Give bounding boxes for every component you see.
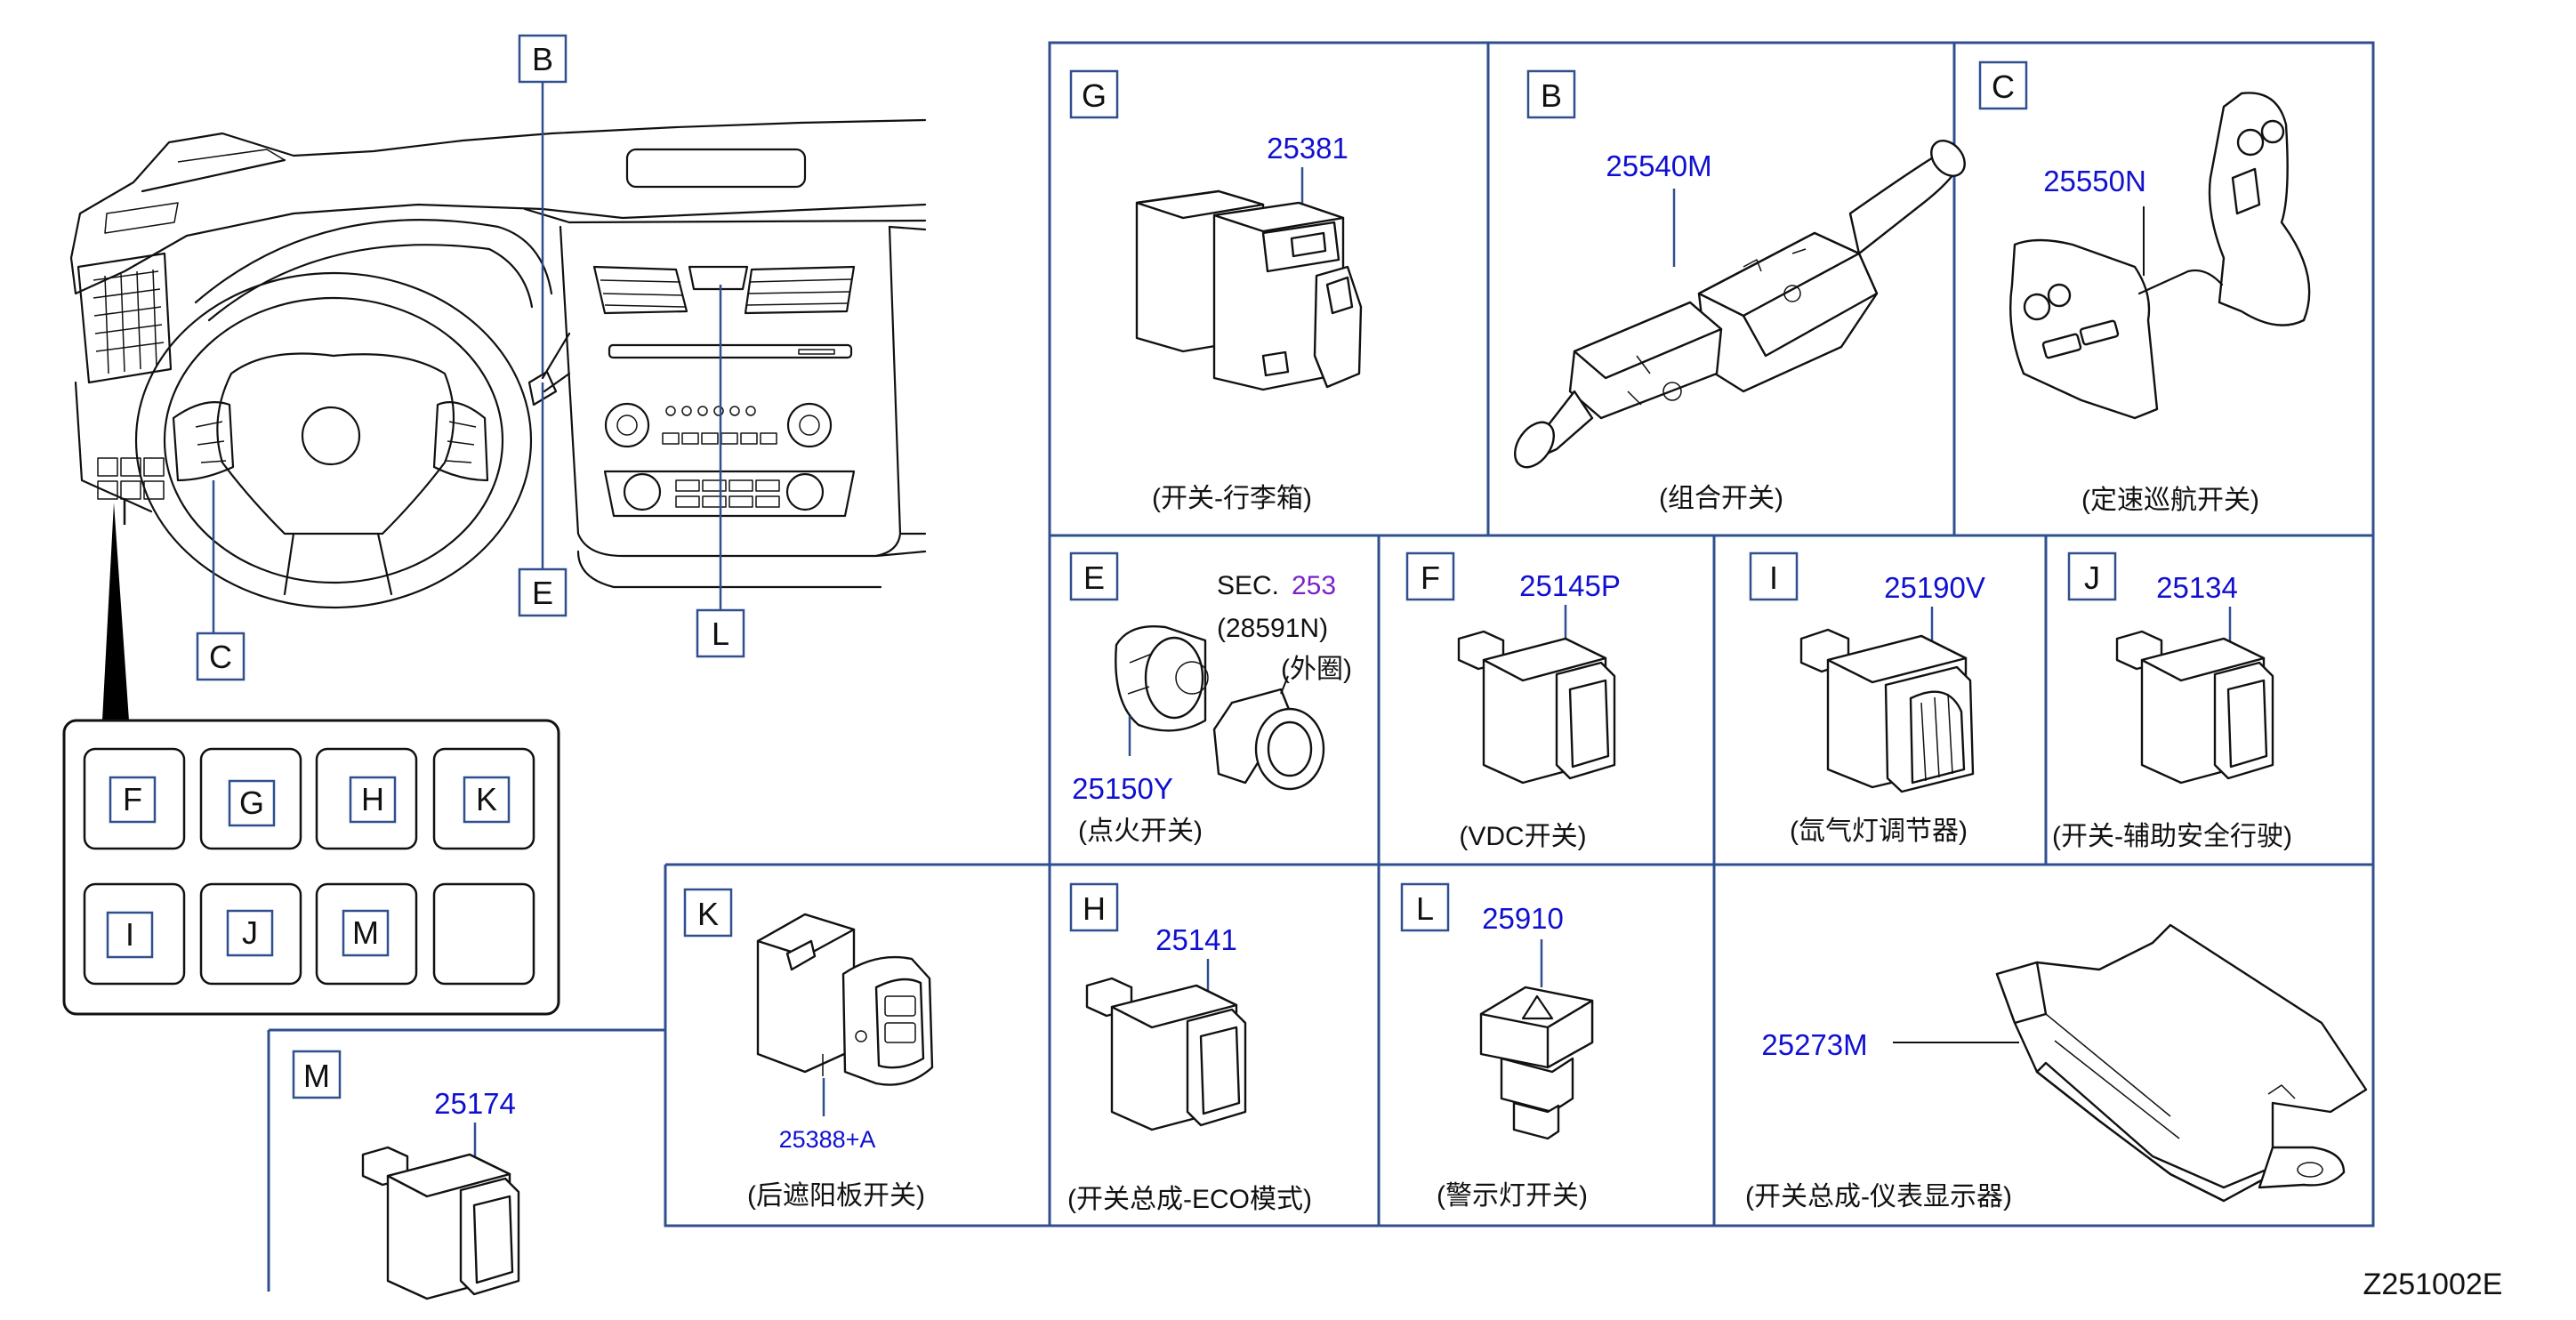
caption-vdc-switch: (VDC开关) bbox=[1459, 822, 1586, 851]
caption-sunshade-switch: (后遮阳板开关) bbox=[747, 1181, 925, 1211]
part-number-25134: 25134 bbox=[2156, 571, 2238, 604]
ref-caption-outer-ring: (外圈) bbox=[1281, 655, 1352, 684]
panel-C: C 25550N (定速巡航开关) bbox=[1978, 60, 2311, 515]
part-number-25174: 25174 bbox=[434, 1087, 516, 1120]
part-number-25381: 25381 bbox=[1267, 132, 1348, 165]
eco-switch-illustration bbox=[1085, 977, 1247, 1131]
svg-text:E: E bbox=[532, 575, 553, 611]
part-number-25190V: 25190V bbox=[1884, 571, 1985, 604]
caption-combination-switch: (组合开关) bbox=[1659, 484, 1783, 513]
panel-I: I 25190V (氙气灯调节器) bbox=[1749, 551, 1985, 846]
svg-text:F: F bbox=[1421, 559, 1440, 596]
ref-part-28591N: (28591N) bbox=[1217, 614, 1328, 643]
combination-switch-illustration bbox=[1513, 140, 1966, 469]
svg-text:C: C bbox=[209, 639, 232, 675]
switch-bank-slot-M: M bbox=[315, 882, 418, 986]
svg-text:B: B bbox=[1541, 77, 1562, 114]
panel-H: H 25141 (开关总成-ECO模式) bbox=[1067, 882, 1312, 1214]
caption-driving-aid-switch: (开关-辅助安全行驶) bbox=[2052, 822, 2292, 851]
svg-text:K: K bbox=[476, 781, 497, 817]
display-switch-illustration bbox=[1995, 923, 2368, 1203]
xenon-leveler-illustration bbox=[1799, 628, 1975, 793]
svg-text:H: H bbox=[361, 781, 384, 817]
vdc-switch-illustration bbox=[1457, 630, 1616, 785]
svg-text:M: M bbox=[352, 914, 379, 951]
svg-text:B: B bbox=[532, 41, 553, 77]
cruise-switch-illustration bbox=[2008, 92, 2311, 420]
part-number-25550N: 25550N bbox=[2043, 165, 2146, 197]
sec-prefix: SEC. bbox=[1217, 571, 1279, 600]
callout-L: L bbox=[696, 608, 745, 658]
panel-frames bbox=[267, 41, 2375, 1292]
diagram-code: Z251002E bbox=[2363, 1268, 2503, 1301]
panel-display-switch: 25273M (开关总成-仪表显示器) bbox=[1745, 923, 2368, 1211]
part-number-25150Y: 25150Y bbox=[1072, 772, 1173, 805]
hazard-switch-illustration bbox=[1479, 986, 1594, 1140]
switch-bank: F G H K I J M bbox=[62, 719, 560, 1016]
part-number-25910: 25910 bbox=[1482, 902, 1564, 935]
svg-text:K: K bbox=[697, 896, 719, 932]
part-number-25145P: 25145P bbox=[1519, 569, 1621, 602]
panel-G: G 25381 (开关-行李箱) bbox=[1069, 69, 1363, 513]
caption-eco-switch: (开关总成-ECO模式) bbox=[1067, 1185, 1312, 1214]
svg-text:I: I bbox=[1769, 559, 1778, 596]
svg-text:I: I bbox=[125, 916, 134, 953]
svg-text:M: M bbox=[303, 1058, 330, 1094]
caption-cruise-switch: (定速巡航开关) bbox=[2081, 486, 2259, 515]
part-number-25273M: 25273M bbox=[1761, 1028, 1867, 1061]
svg-text:F: F bbox=[123, 781, 142, 817]
svg-text:G: G bbox=[1082, 77, 1107, 114]
callout-C: C bbox=[196, 632, 246, 681]
switch-M-illustration bbox=[361, 1146, 520, 1300]
switch-bank-slot-I: I bbox=[83, 882, 186, 986]
callout-E: E bbox=[518, 567, 568, 617]
sec-number: 253 bbox=[1292, 571, 1336, 600]
panel-B: B 25540M (组合开关) bbox=[1513, 69, 1966, 513]
svg-text:J: J bbox=[2084, 559, 2100, 596]
switch-bank-slot-H: H bbox=[315, 747, 418, 850]
caption-display-switch: (开关总成-仪表显示器) bbox=[1745, 1182, 2012, 1211]
switch-bank-slot-J: J bbox=[199, 882, 302, 986]
sunshade-switch-illustration bbox=[756, 913, 934, 1086]
part-number-25540M: 25540M bbox=[1606, 149, 1711, 182]
panel-F: F 25145P (VDC开关) bbox=[1405, 551, 1621, 851]
trunk-switch-illustration bbox=[1135, 189, 1363, 391]
panel-M: M 25174 bbox=[292, 1050, 520, 1300]
svg-text:G: G bbox=[239, 785, 264, 821]
panel-K: K 25388+A (后遮阳板开关) bbox=[683, 888, 934, 1211]
driving-aid-switch-illustration bbox=[2115, 630, 2274, 785]
part-number-25141: 25141 bbox=[1155, 923, 1237, 956]
caption-trunk-switch: (开关-行李箱) bbox=[1152, 484, 1312, 513]
callout-B: B bbox=[518, 34, 568, 84]
switch-bank-slot-K: K bbox=[432, 747, 535, 850]
panel-L: L 25910 (警示灯开关) bbox=[1400, 882, 1594, 1211]
switch-bank-slot-F: F bbox=[83, 747, 186, 850]
svg-text:E: E bbox=[1083, 559, 1105, 596]
switch-bank-slot-G: G bbox=[199, 747, 302, 850]
caption-xenon-leveler: (氙气灯调节器) bbox=[1790, 817, 1968, 846]
dashboard-overview bbox=[69, 75, 927, 720]
part-number-25388A: 25388+A bbox=[779, 1126, 876, 1153]
switch-bank-slot-empty bbox=[432, 882, 535, 986]
caption-ignition-switch: (点火开关) bbox=[1078, 817, 1203, 846]
caption-hazard-switch: (警示灯开关) bbox=[1437, 1181, 1588, 1211]
svg-text:L: L bbox=[1416, 890, 1434, 927]
ignition-switch-illustration bbox=[1115, 625, 1325, 791]
svg-text:J: J bbox=[242, 914, 258, 951]
svg-text:H: H bbox=[1083, 890, 1106, 927]
svg-text:L: L bbox=[712, 616, 729, 652]
svg-text:C: C bbox=[1992, 68, 2015, 105]
panel-E: E SEC. 253 (28591N) (外圈) 25150Y (点火开关) bbox=[1069, 551, 1352, 846]
panel-J: J 25134 (开关-辅助安全行驶) bbox=[2052, 551, 2292, 851]
